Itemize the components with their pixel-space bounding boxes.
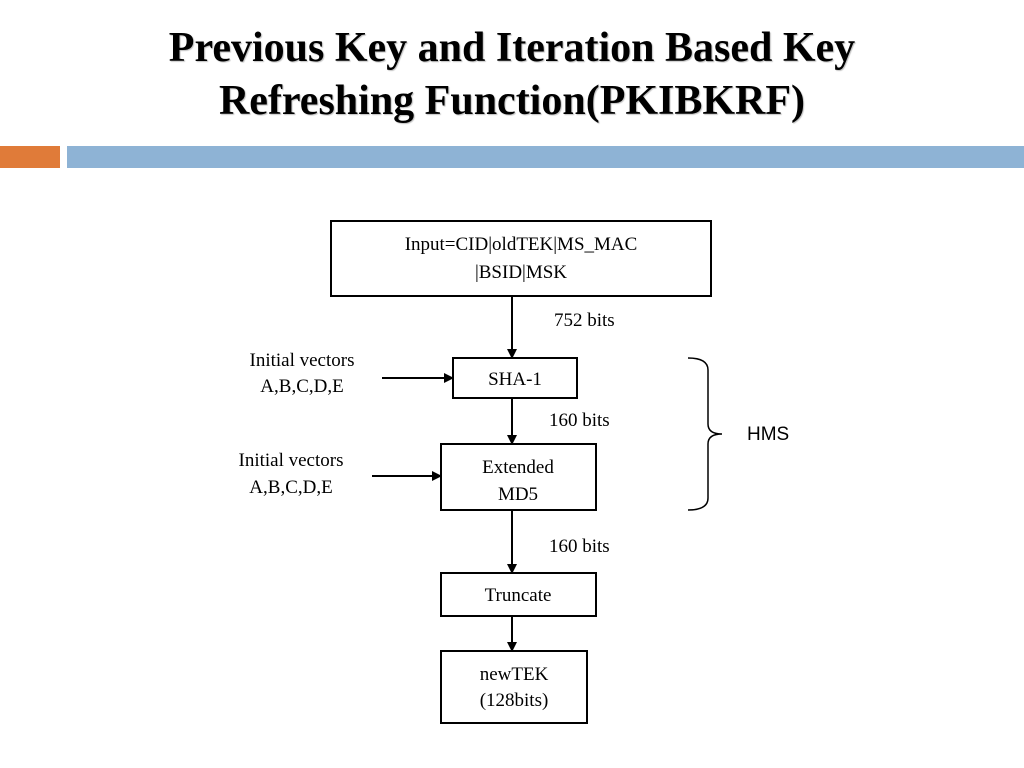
- newtek-label-line1: newTEK: [480, 664, 549, 685]
- md5-label-line2: MD5: [498, 484, 538, 505]
- accent-bar-orange: [0, 146, 60, 168]
- truncate-box: [440, 572, 597, 617]
- hms-brace: [687, 357, 723, 511]
- iv2-line2: A,B,C,D,E: [249, 477, 332, 498]
- iv2-line1: Initial vectors: [239, 450, 344, 471]
- edge-label-752: 752 bits: [554, 310, 615, 331]
- input-label-line2: |BSID|MSK: [475, 262, 567, 283]
- iv1-line2: A,B,C,D,E: [260, 376, 343, 397]
- title-line-1: Previous Key and Iteration Based Key: [168, 25, 856, 71]
- truncate-label: Truncate: [485, 585, 552, 606]
- input-box: [330, 220, 712, 297]
- accent-bar-blue: [67, 146, 1024, 168]
- slide-title: Previous Key and Iteration Based Key Ref…: [0, 22, 1024, 128]
- sha1-label: SHA-1: [488, 369, 542, 390]
- edge-label-160-b: 160 bits: [549, 536, 610, 557]
- sha1-box: [452, 357, 578, 399]
- title-line-2: Refreshing Function(PKIBKRF): [218, 78, 806, 124]
- edge-label-160-a: 160 bits: [549, 410, 610, 431]
- iv1-line1: Initial vectors: [250, 350, 355, 371]
- input-label-line1: Input=CID|oldTEK|MS_MAC: [405, 234, 638, 255]
- md5-box: [440, 443, 597, 511]
- newtek-label-line2: (128bits): [480, 690, 549, 711]
- newtek-box: [440, 650, 588, 724]
- hms-label: HMS: [747, 424, 789, 445]
- md5-label-line1: Extended: [482, 457, 554, 478]
